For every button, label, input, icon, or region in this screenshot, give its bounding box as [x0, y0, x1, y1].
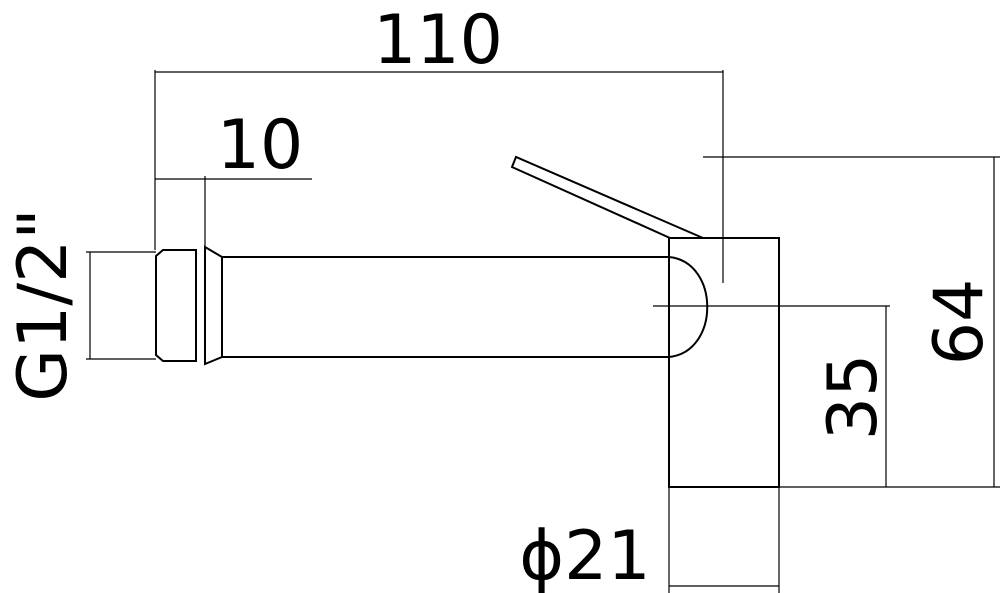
- dim-64-label: 64: [920, 279, 999, 366]
- dim-g12-label: G1/2": [4, 208, 83, 401]
- thread-connector: [155, 249, 197, 362]
- dim-35-label: 35: [814, 354, 893, 441]
- lever-handle: [510, 155, 704, 239]
- pipe-end-curve: [668, 256, 709, 358]
- nut-flange: [204, 245, 223, 366]
- spout-outline: [155, 155, 780, 488]
- spout-pipe: [222, 256, 670, 358]
- dim-10-label: 10: [217, 106, 304, 185]
- dim-110-label: 110: [373, 1, 503, 80]
- dim-d21-label: ϕ21: [519, 517, 650, 593]
- body-block: [668, 237, 780, 488]
- dimension-lines: [86, 70, 1000, 593]
